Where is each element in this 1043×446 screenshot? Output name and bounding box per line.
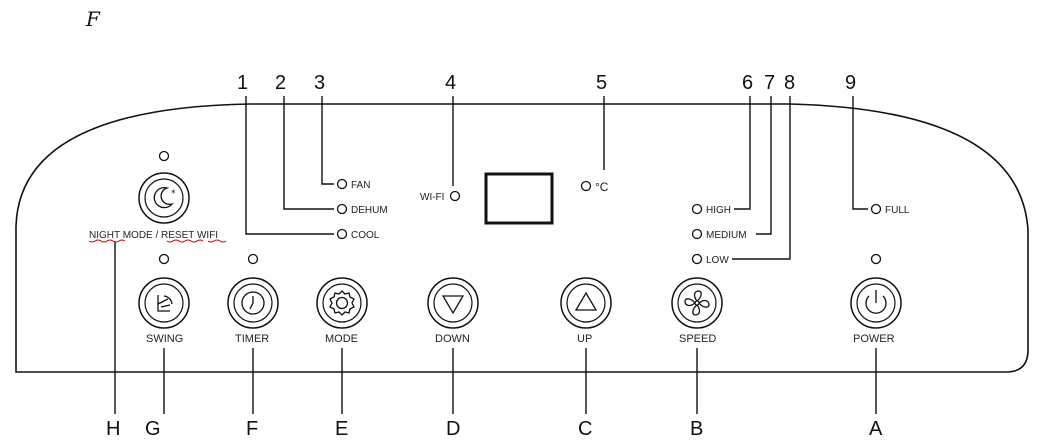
callout-2: 2 [275,72,286,94]
high-led [691,203,703,215]
spell-underline-night [88,239,126,243]
speed-button[interactable] [671,277,723,329]
timer-label: TIMER [235,333,269,345]
dehum-label: DEHUM [351,205,388,216]
callout-e: E [335,418,348,440]
callout-9: 9 [845,72,856,94]
leader-1 [245,96,334,235]
swing-icon [157,295,173,312]
up-label: UP [577,333,592,345]
svg-text:*: * [171,189,176,199]
swing-button[interactable] [138,277,190,329]
callout-7: 7 [764,72,775,94]
moon-star-icon: * [153,186,176,209]
high-label: HIGH [706,205,731,216]
power-icon [865,290,887,314]
clock-icon [241,291,265,315]
callout-c: C [578,418,592,440]
leader-7 [756,96,772,235]
timer-button[interactable] [227,277,279,329]
celsius-led [580,180,592,192]
power-button[interactable] [850,277,902,329]
down-button[interactable] [427,277,479,329]
cool-led [336,228,348,240]
wifi-led [449,190,461,202]
up-button[interactable] [560,277,612,329]
callout-1: 1 [237,72,248,94]
spell-underline-wifi [207,239,227,243]
power-label: POWER [853,333,895,345]
medium-led [691,228,703,240]
cool-label: COOL [351,230,380,241]
fan-led [336,178,348,190]
medium-label: MEDIUM [706,230,747,241]
leader-6 [734,96,751,210]
night-mode-label: NIGHT MODE / RESET WIFI [89,230,218,241]
figure-label: F [85,7,101,31]
gear-icon [329,290,355,316]
leader-9 [852,96,868,210]
leader-2 [283,96,334,210]
swing-led [158,253,170,265]
swing-label: SWING [146,333,183,345]
leader-3 [321,96,334,185]
panel-outline [15,103,1029,373]
speed-label: SPEED [679,333,716,345]
leader-8 [732,96,791,260]
callout-6: 6 [742,72,753,94]
callout-3: 3 [314,72,325,94]
mode-label: MODE [325,333,358,345]
full-label: FULL [885,205,910,216]
callout-b: B [690,418,703,440]
power-led [870,253,882,265]
triangle-up-icon [574,291,598,311]
celsius-label: °C [595,180,609,194]
callout-d: D [446,418,460,440]
down-label: DOWN [435,333,470,345]
fan-label: FAN [351,180,370,191]
full-led [870,203,882,215]
callout-a: A [869,418,883,440]
low-label: LOW [706,255,729,266]
wifi-label: WI-FI [420,192,444,203]
timer-led [247,253,259,265]
low-led [691,253,703,265]
callout-h: H [106,418,120,440]
display-window [484,172,554,225]
triangle-down-icon [441,295,465,315]
callout-4: 4 [445,72,456,94]
dehum-led [336,203,348,215]
callout-8: 8 [784,72,795,94]
fan-icon [684,290,710,316]
callout-f: F [246,418,258,440]
night-mode-button[interactable]: * [138,172,190,224]
mode-button[interactable] [316,277,368,329]
callout-g: G [145,418,161,440]
callout-5: 5 [596,72,607,94]
spell-underline-reset [166,239,204,243]
night-mode-led [158,150,170,162]
